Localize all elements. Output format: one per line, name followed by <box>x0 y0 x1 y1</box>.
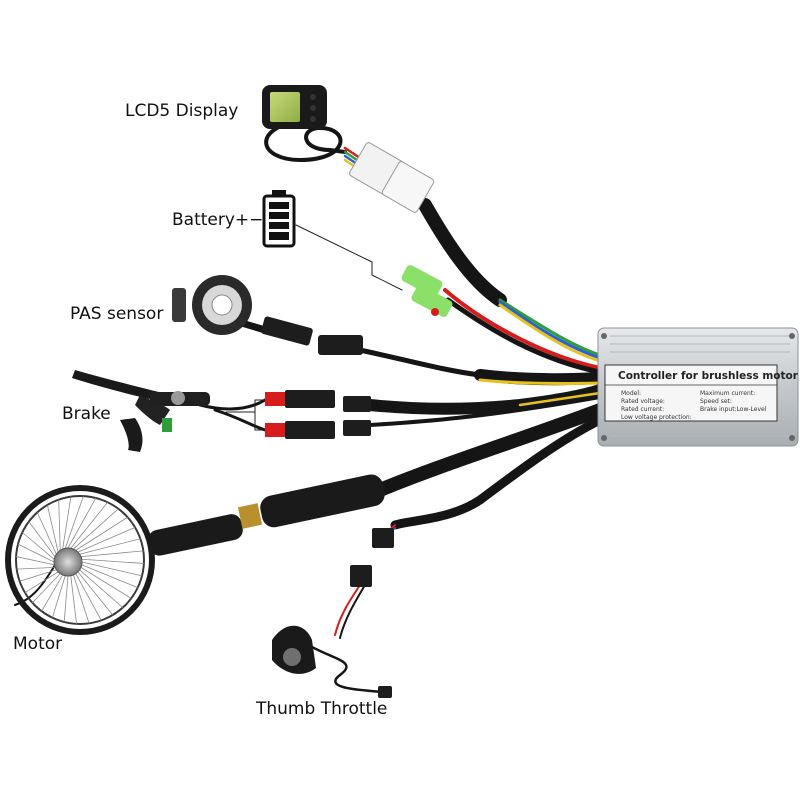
spec-maximum-current: Maximum current: <box>700 390 756 397</box>
lcd-cable-coil <box>264 118 347 162</box>
pas-sensor-label: PAS sensor <box>70 304 164 324</box>
controller-box <box>597 327 799 447</box>
battery-wire-red <box>443 288 602 370</box>
motor-label: Motor <box>13 634 63 654</box>
brake-lever <box>72 370 210 452</box>
motor-connector <box>148 474 385 556</box>
brake-connectors <box>265 390 371 439</box>
brake-pointer <box>225 399 266 431</box>
controller-title: Controller for brushless motor <box>618 370 798 382</box>
throttle-coil <box>298 638 382 694</box>
thumb-throttle-label: Thumb Throttle <box>256 699 388 719</box>
battery-icon <box>262 190 296 248</box>
lcd-display-label: LCD5 Display <box>125 101 239 121</box>
lcd-wires-to-controller <box>498 298 602 357</box>
spec-model: Model: <box>621 390 642 397</box>
lcd-connector <box>349 142 435 213</box>
spec-brake-input: Brake input:Low-Level <box>700 406 767 413</box>
battery-pointer <box>295 224 403 291</box>
throttle-connector <box>350 528 394 698</box>
battery-connectors <box>401 265 453 317</box>
spec-speed-set: Speed set: <box>700 398 732 405</box>
motor-wheel <box>5 485 155 635</box>
lcd-main-cable <box>418 198 507 307</box>
pas-to-controller <box>347 345 483 378</box>
motor-cable <box>373 403 607 497</box>
spec-rated-voltage: Rated voltage: <box>621 398 665 405</box>
battery-wire-black <box>445 297 603 375</box>
lcd-display <box>262 85 327 129</box>
throttle-cable-main <box>390 415 605 530</box>
battery-label: Battery+− <box>172 210 264 230</box>
brake-label: Brake <box>62 404 111 424</box>
throttle-wires-lower <box>334 584 361 636</box>
pas-sensor <box>172 275 252 335</box>
brake-cable <box>198 398 267 411</box>
spec-rated-current: Rated current: <box>621 406 665 413</box>
pas-connectors <box>261 316 363 355</box>
motor-wheel-lead <box>14 564 56 606</box>
spec-low-voltage-protection: Low voltage protection: <box>621 414 692 421</box>
thumb-throttle <box>272 625 316 674</box>
